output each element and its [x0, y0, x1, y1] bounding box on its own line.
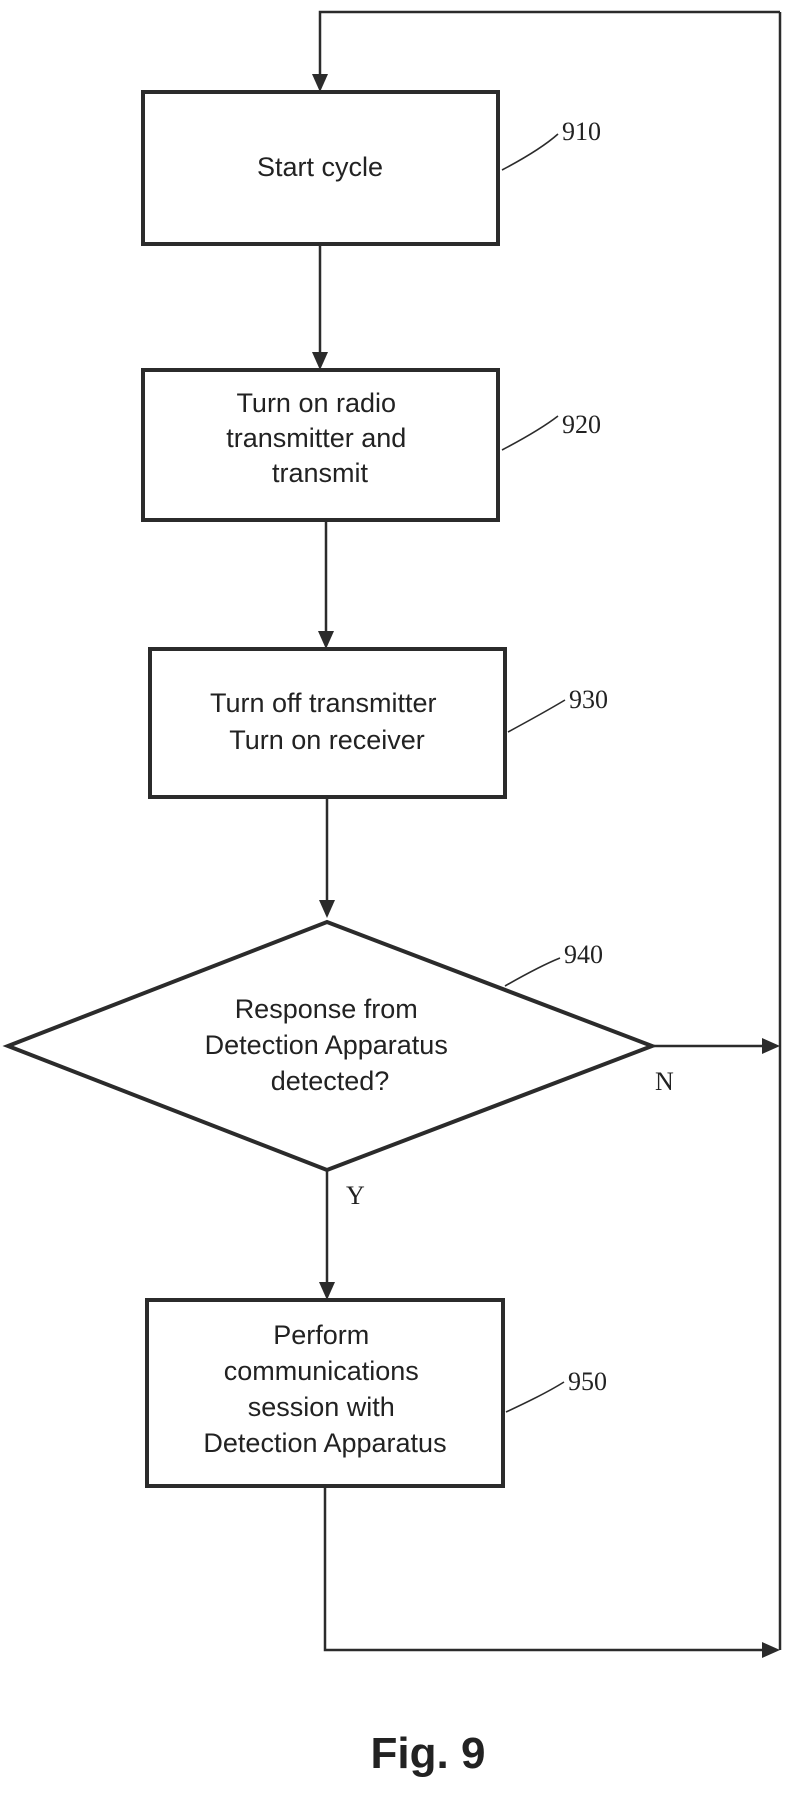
branch-no-label: N: [655, 1067, 674, 1096]
step-950-leader: [505, 1381, 565, 1413]
arrow-into-930: [318, 631, 334, 649]
arrow-into-920: [312, 352, 328, 370]
arrow-into-950: [319, 1282, 335, 1300]
step-950-ref: 950: [568, 1367, 607, 1396]
figure-caption: Fig. 9: [371, 1729, 486, 1778]
step-910-leader: [501, 133, 559, 171]
step-910-label: Start cycle: [257, 152, 383, 182]
step-930-box: [148, 647, 507, 799]
step-920-ref: 920: [562, 410, 601, 439]
step-910-ref: 910: [562, 117, 601, 146]
step-940-label: Response from Detection Apparatus detect…: [205, 994, 456, 1096]
loop-bottom-connector: [323, 1486, 766, 1652]
step-920-box: [141, 368, 500, 522]
step-950-label: Perform communications session with Dete…: [203, 1320, 446, 1458]
loop-top-connector: [318, 10, 780, 78]
step-930-label: Turn off transmitter Turn on receiver: [210, 688, 444, 755]
arrow-into-910: [312, 74, 328, 92]
arrow-loop-bottom: [762, 1642, 780, 1658]
step-940-leader: [504, 957, 561, 987]
arrow-into-940: [319, 900, 335, 918]
step-930-ref: 930: [569, 685, 608, 714]
step-930-leader: [507, 699, 566, 733]
arrow-no-branch: [762, 1038, 780, 1054]
step-920-label: Turn on radio transmitter and transmit: [226, 388, 414, 488]
branch-yes-label: Y: [346, 1181, 365, 1210]
step-920-leader: [501, 415, 559, 451]
step-940-ref: 940: [564, 940, 603, 969]
